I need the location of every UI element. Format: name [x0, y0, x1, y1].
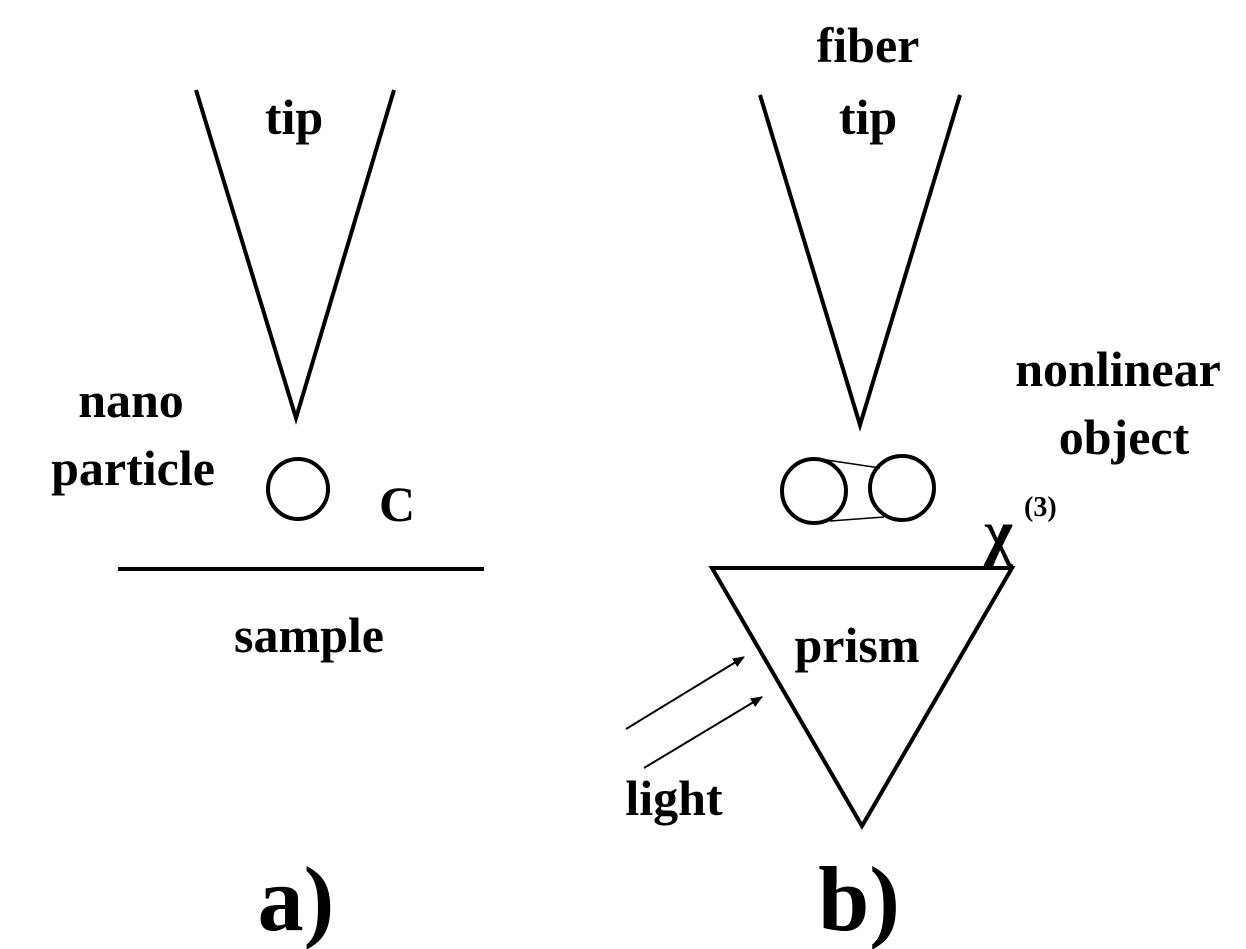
object-bond-bottom [829, 516, 885, 522]
light-ray-upper [625, 656, 745, 730]
fiber-tip-outline [758, 94, 962, 432]
nano-particle-label-line2: particle [51, 440, 215, 496]
fiber-label: fiber [817, 17, 920, 73]
prism-outline [708, 566, 1016, 830]
c-label: C [379, 476, 415, 532]
fiber-tip-label: tip [839, 89, 897, 145]
panel-a-label: a) [258, 848, 335, 949]
panel-a: tip nano particle C sample a) [51, 89, 484, 949]
tip-label: tip [265, 89, 323, 145]
nonlinear-label: nonlinear [1015, 341, 1221, 397]
light-label: light [625, 770, 723, 826]
chi-superscript: (3) [1024, 492, 1057, 523]
panel-b-label: b) [818, 848, 900, 949]
nano-particle-label-line1: nano [78, 372, 184, 428]
chi-symbol: χ [983, 499, 1014, 567]
object-left-sphere [780, 457, 848, 525]
nano-particle [266, 457, 330, 521]
sample-label: sample [234, 607, 384, 663]
nonlinear-object [780, 454, 936, 525]
panel-b: fiber tip nonlinear object χ (3) prism l… [625, 17, 1220, 949]
object-right-sphere [868, 454, 936, 522]
light-ray-lower [643, 696, 763, 769]
tip-outline [194, 89, 396, 425]
object-label: object [1059, 409, 1190, 465]
prism-label: prism [795, 617, 920, 673]
object-bond-top [819, 458, 881, 469]
